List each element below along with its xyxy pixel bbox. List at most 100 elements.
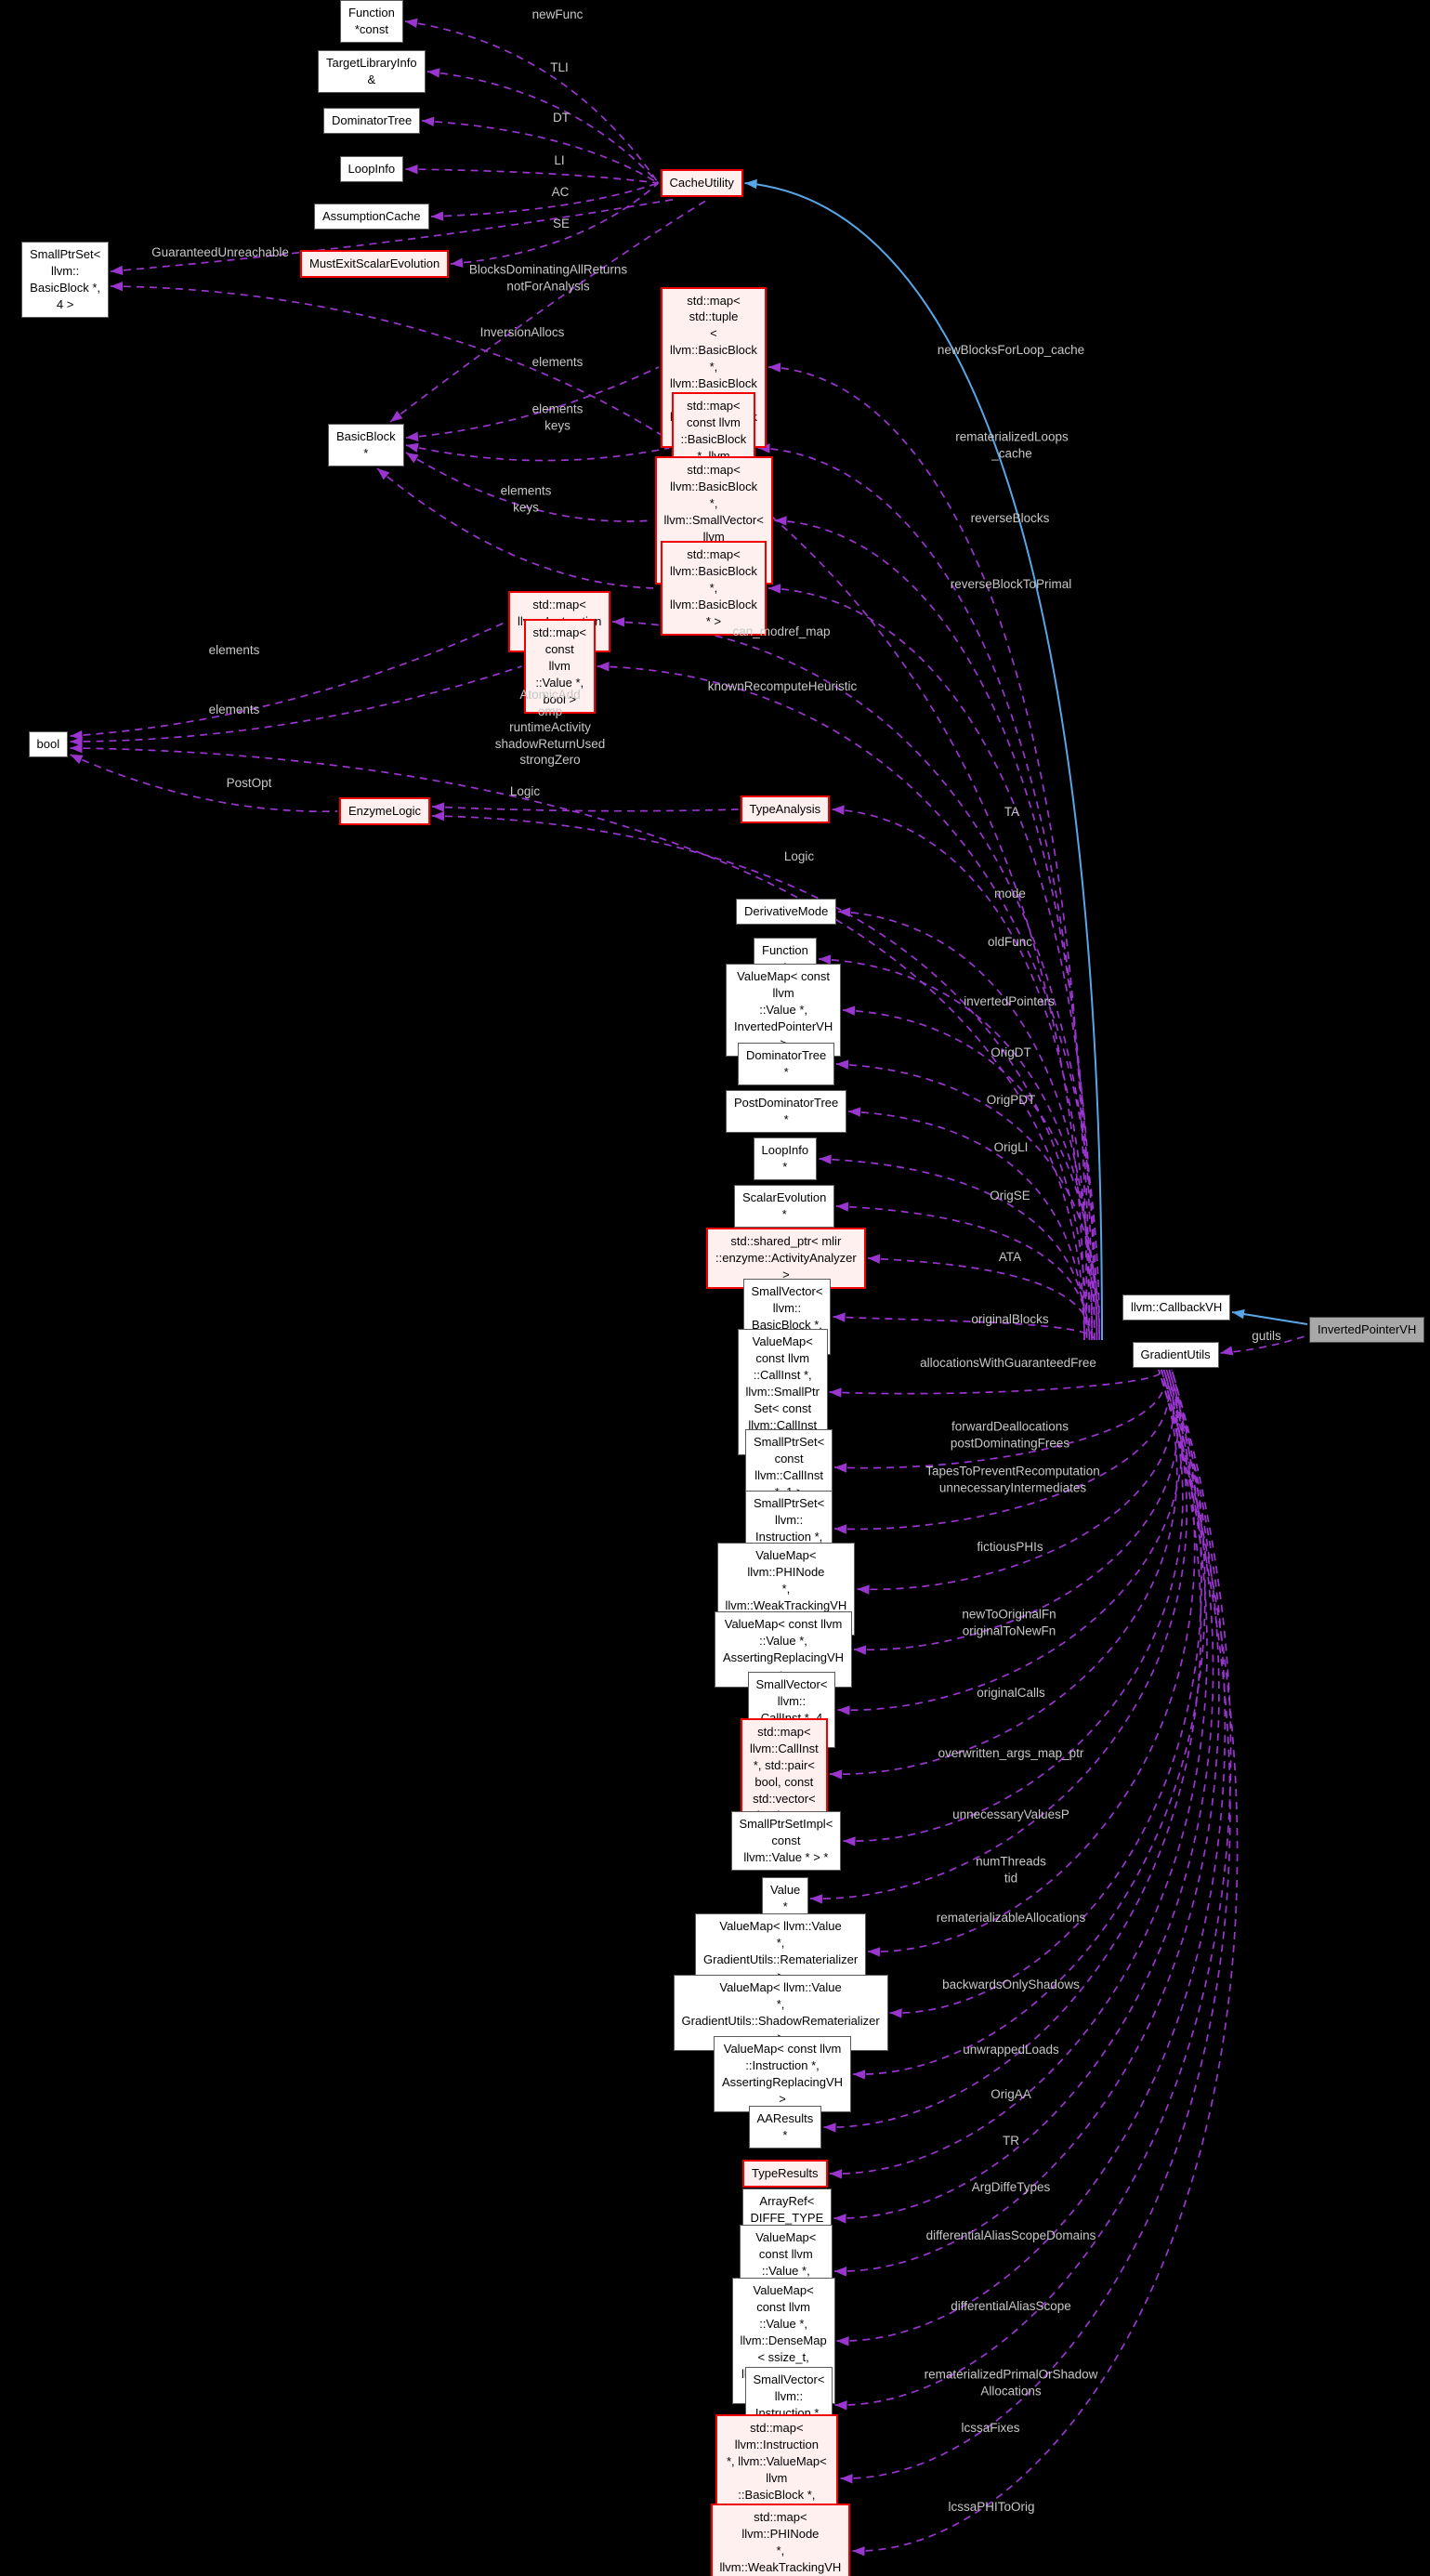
node-llvm-callbackvh[interactable]: llvm::CallbackVH [1122,1295,1231,1321]
node-map-value-bool[interactable]: std::map< const llvm ::Value *, bool > [523,619,596,714]
edge-gradientutils-map-callinst-pair [829,1369,1178,1775]
edge-gradientutils-smallptrset-callinst-1-label: forwardDeallocations postDominatingFrees [950,1419,1070,1450]
node-scalarevolution-ptr[interactable]: ScalarEvolution * [734,1185,835,1228]
node-loopinfo-ptr[interactable]: LoopInfo * [753,1137,818,1180]
edge-gradientutils-enzymelogic-arrowhead [432,811,445,821]
edge-enzymelogic-bool [70,754,338,813]
edge-gradientutils-map-bb-bb [767,587,1095,1341]
node-typeresults[interactable]: TypeResults [742,2160,828,2188]
edge-gradientutils-smallvector-instruction-1-arrowhead [834,2400,847,2411]
edge-gradientutils-function-ptr-label: oldFunc [987,935,1033,950]
edge-gradientutils-smallptrsetimpl-value-arrowhead [843,1836,856,1847]
edge-gradientutils-scalarevolution-ptr [835,1205,1091,1341]
edge-gradientutils-map-phinode-weaktrackingvh-arrowhead [852,2546,865,2556]
edge-gradientutils-smallptrset-callinst-1-arrowhead [834,1463,847,1473]
edge-gradientutils-smallvector-callinst-4 [837,1369,1184,1711]
node-function-const[interactable]: Function *const [340,0,403,43]
edge-cacheutility-function-const-label: newFunc [531,7,584,22]
edge-gradientutils-map-inst-bool-label: can_modref_map [732,624,831,639]
edge-gradientutils-smallptrset-instruction-4-arrowhead [834,1524,847,1534]
edge-gradientutils-map-bb-bb-label: reverseBlockToPrimal [950,577,1072,592]
edge-gradientutils-typeanalysis-label: TA [1004,805,1020,820]
node-map-bb-bb[interactable]: std::map< llvm::BasicBlock *, llvm::Basi… [661,541,767,636]
edge-gradientutils-map-phinode-weaktrackingvh [852,1369,1239,2552]
node-basicblock-ptr[interactable]: BasicBlock * [328,424,404,467]
node-valuemap-instruction-assertingreplacingvh[interactable]: ValueMap< const llvm ::Instruction *, As… [714,2036,852,2112]
edge-gradientutils-value-ptr [809,1369,1188,1899]
edge-map-bb-bb-basicblock-ptr [376,467,660,589]
edge-gradientutils-smallptrsetimpl-value-label: unnecessaryValuesP [952,1807,1069,1822]
node-assumptioncache[interactable]: AssumptionCache [314,204,429,230]
edge-gradientutils-dominatortree-ptr-label: OrigDT [991,1045,1031,1060]
node-postdominatortree-ptr[interactable]: PostDominatorTree * [726,1090,847,1133]
edge-gradientutils-dominatortree-ptr-arrowhead [836,1059,849,1070]
edge-cacheutility-function-const-arrowhead [405,18,418,29]
edge-gradientutils-valuemap-shadowrematerializer [889,1369,1202,2014]
edge-gradientutils-valuemap-rematerializer-arrowhead [868,1947,881,1957]
node-valuemap-invertedpointervh[interactable]: ValueMap< const llvm ::Value *, Inverted… [726,964,842,1057]
edge-cacheutility-assumptioncache-arrowhead [431,211,444,221]
node-value-ptr[interactable]: Value * [762,1877,809,1920]
edge-gradientutils-valuemap-value-mdnode-label: differentialAliasScopeDomains [925,2228,1096,2243]
edge-gradientutils-valuemap-phinode-weaktrackingvh-label: fictiousPHIs [977,1540,1043,1555]
edge-cacheutility-basicblock-ptr-arrowhead [390,411,403,422]
edge-gradientutils-smallptrset-basicblock-4-arrowhead [111,281,124,292]
edge-invertedpointervh-gradientutils [1220,1334,1308,1354]
edge-gradientutils-postdominatortree-ptr-arrowhead [848,1107,861,1117]
node-dominatortree-ptr[interactable]: DominatorTree * [738,1043,835,1085]
edge-gradientutils-valuemap-rematerializer [867,1369,1196,1952]
node-valuemap-shadowrematerializer[interactable]: ValueMap< llvm::Value *, GradientUtils::… [673,1975,888,2051]
node-dominatortree[interactable]: DominatorTree [323,108,421,134]
node-loopinfo[interactable]: LoopInfo [339,156,404,182]
edge-gradientutils-cacheutility-arrowhead [744,178,757,190]
edge-gradientutils-smallvector-instruction-1-label: rematerializedPrimalOrShadow Allocations [924,2367,1098,2398]
edge-gradientutils-smallptrset-basicblock-4-label: BlocksDominatingAllReturns notForAnalysi… [468,262,628,293]
edge-cacheutility-smallptrset-basicblock-4 [110,198,677,272]
edge-map-inst-bool-bool [70,621,507,737]
edge-gradientutils-arrayref-diffe-type-label: ArgDiffeTypes [971,2180,1051,2195]
edge-map-tuple-bb-basicblock-ptr [405,366,660,439]
edge-typeanalysis-enzymelogic [431,806,739,812]
edge-gradientutils-map-tuple-bb-arrowhead [768,362,781,373]
node-typeanalysis[interactable]: TypeAnalysis [740,795,831,823]
edge-gradientutils-valuemap-shadowrematerializer-arrowhead [889,2008,902,2018]
edge-gradientutils-smallptrset-callinst-1 [833,1369,1165,1469]
edge-gradientutils-smallptrset-instruction-4 [833,1369,1170,1531]
node-mustexitscalarevolution[interactable]: MustExitScalarEvolution [300,250,450,278]
edge-gradientutils-aaresults-ptr [823,1369,1202,2128]
edge-cacheutility-smallptrset-basicblock-4-arrowhead [111,265,124,276]
edge-gradientutils-value-ptr-label: numThreads tid [976,1854,1046,1885]
node-bool[interactable]: bool [28,731,69,757]
node-enzymelogic[interactable]: EnzymeLogic [339,797,431,825]
edge-invertedpointervh-llvm-callbackvh [1231,1311,1308,1325]
edge-gradientutils-valuemap-callinst-smallptrset-arrowhead [829,1387,842,1398]
edge-cacheutility-dominatortree-label: DT [553,111,570,125]
edge-cacheutility-mustexitscalarevolution [450,182,660,265]
edge-typeanalysis-enzymelogic-label: Logic [509,784,541,799]
edge-gradientutils-map-tuple-bb-label: newBlocksForLoop_cache [937,343,1085,358]
node-targetlibraryinfo[interactable]: TargetLibraryInfo & [318,50,426,93]
edge-map-const-bb-basicblock-ptr [405,444,670,462]
edge-map-inst-bool-bool-label: elements [208,643,260,658]
edge-gradientutils-bool [70,747,1085,1341]
node-map-phinode-weaktrackingvh[interactable]: std::map< llvm::PHINode *, llvm::WeakTra… [710,2504,851,2576]
edge-gradientutils-valuemap-value-densemap-arrowhead [836,2336,849,2346]
edge-gradientutils-valuemap-invertedpointervh [842,1009,1098,1341]
edge-map-tuple-bb-basicblock-ptr-label: elements [531,355,584,370]
node-invertedpointervh[interactable]: InvertedPointerVH [1309,1317,1425,1343]
edge-gradientutils-valuemap-invertedpointervh-label: invertedPointers [964,994,1055,1009]
edge-gradientutils-map-bb-smallvector [774,519,1093,1341]
edge-gradientutils-derivativemode [837,911,1093,1341]
edge-map-tuple-bb-basicblock-ptr-arrowhead [406,431,419,442]
edge-gradientutils-typeresults-label: TR [1003,2134,1019,2149]
edge-gradientutils-valuemap-value-assertingreplacingvh-arrowhead [854,1645,867,1655]
node-aaresults-ptr[interactable]: AAResults * [748,2106,822,2149]
edge-gradientutils-valuemap-value-assertingreplacingvh [853,1369,1179,1651]
edge-cacheutility-assumptioncache-label: AC [551,185,570,200]
node-smallptrsetimpl-value[interactable]: SmallPtrSetImpl< const llvm::Value * > * [730,1811,842,1871]
edge-cacheutility-basicblock-ptr-label: InversionAllocs [479,325,565,340]
node-smallptrset-basicblock-4[interactable]: SmallPtrSet< llvm:: BasicBlock *, 4 > [21,242,110,318]
node-derivativemode[interactable]: DerivativeMode [736,899,837,925]
node-gradientutils[interactable]: GradientUtils [1132,1342,1219,1368]
node-cacheutility[interactable]: CacheUtility [660,169,743,197]
